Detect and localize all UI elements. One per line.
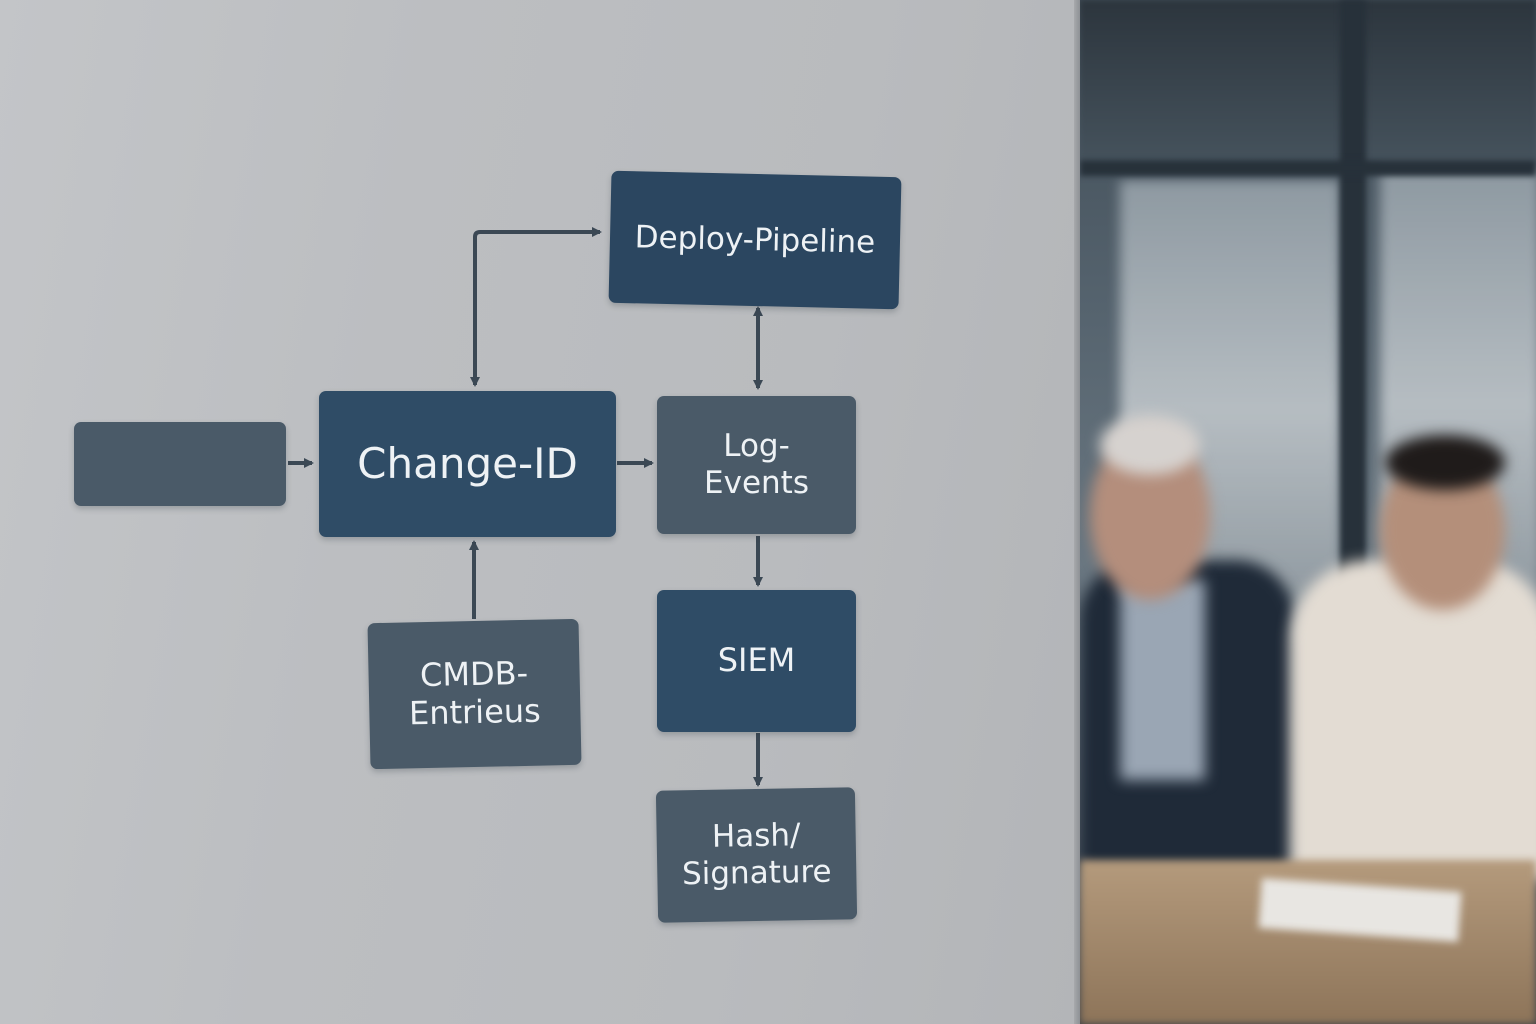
arrow-change-id-to-deploy-pipeline <box>470 227 602 387</box>
person-left-shirt <box>1120 580 1205 780</box>
person-left-hair <box>1100 415 1200 475</box>
window-frame <box>1080 160 1536 176</box>
ceiling <box>1080 0 1536 160</box>
wall-edge <box>1074 0 1080 1024</box>
person-right-shirt <box>1290 560 1536 880</box>
node-cmdb-entries: CMDB- Entrieus <box>367 618 582 770</box>
node-siem: SIEM <box>657 590 856 732</box>
node-change-id: Change-ID <box>319 391 616 537</box>
node-deploy-pipeline: Deploy-Pipeline <box>608 170 902 310</box>
person-right-hair <box>1385 435 1505 490</box>
node-hash-signature: Hash/ Signature <box>655 787 858 923</box>
node-blank <box>74 422 286 506</box>
connector-layer <box>288 227 763 787</box>
node-log-events: Log- Events <box>657 396 856 534</box>
flow-diagram: Change-ID Deploy-Pipeline Log- Events CM… <box>74 170 902 923</box>
office-background <box>1080 0 1536 1024</box>
